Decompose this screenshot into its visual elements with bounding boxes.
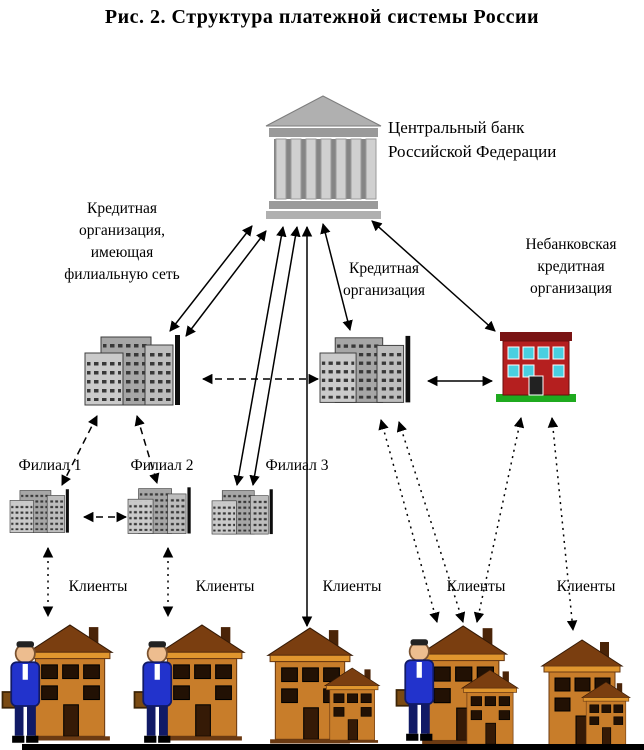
branch2-label: Филиал 2 (130, 457, 194, 474)
edge-org2-clients4-b (396, 420, 466, 624)
edge-nonbank-clients4 (473, 416, 525, 624)
branch1-building-icon (9, 488, 70, 533)
clients-label-4: Клиенты (446, 578, 506, 595)
clients-label-2: Клиенты (195, 578, 255, 595)
edges-layer (42, 220, 578, 632)
credit-org-label: Кредитная организация (342, 260, 426, 299)
clients-label-3: Клиенты (322, 578, 382, 595)
central-bank-label: Центральный банк Российской Федерации (388, 118, 557, 162)
edge-cb-branch3-b (249, 225, 301, 487)
figure-title: Рис. 2. Структура платежной системы Росс… (104, 6, 540, 28)
branch3-label: Филиал 3 (265, 457, 329, 474)
nonbank-org-building-icon (495, 331, 577, 403)
bottom-border (22, 744, 644, 750)
buildings-layer (1, 95, 631, 750)
credit-org-building-icon (319, 335, 411, 403)
clients-person-icon (133, 640, 173, 744)
clients-person-icon (395, 638, 435, 742)
clients-label-1: Клиенты (68, 578, 128, 595)
branch3-building-icon (211, 488, 274, 535)
clients-person-icon (1, 640, 41, 744)
credit-org-network-label: Кредитная организация, имеющая филиальну… (64, 200, 180, 283)
edge-nonbank-clients5 (547, 416, 578, 632)
central-bank-icon (265, 95, 382, 220)
edge-cb-org2 (320, 222, 353, 332)
edge-cb-nonbank (371, 220, 496, 332)
branch2-building-icon (127, 486, 192, 534)
branch1-label: Филиал 1 (18, 457, 82, 474)
credit-org-network-building-icon (84, 334, 181, 406)
clients-house-icon (27, 624, 113, 742)
clients-label-5: Клиенты (556, 578, 616, 595)
clients-house-icon (159, 624, 245, 742)
edge-org1-branch1 (61, 415, 98, 486)
nonbank-org-label: Небанковская кредитная организация (525, 236, 617, 297)
